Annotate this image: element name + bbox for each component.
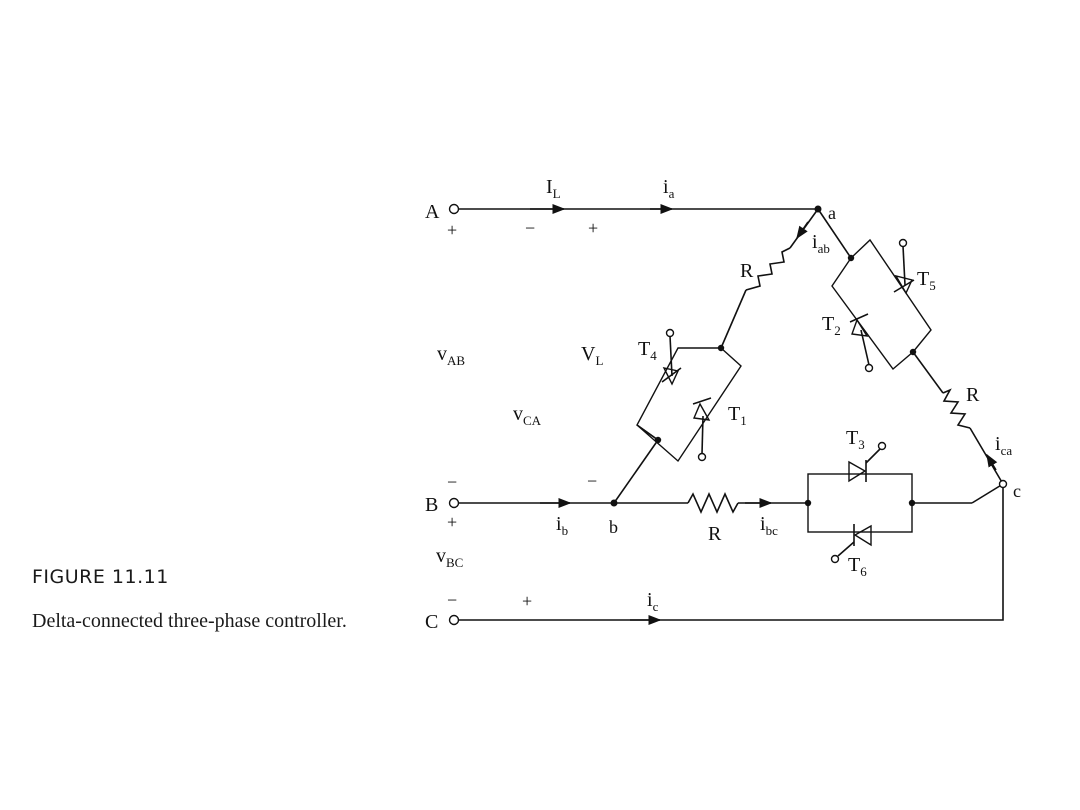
node-a-label: a <box>828 203 836 223</box>
sign-plus-line-c: + <box>522 591 532 611</box>
resistor-ab <box>745 247 791 291</box>
terminal-C <box>448 614 460 626</box>
thyristor-T6 <box>830 524 872 564</box>
junction-dot <box>717 344 725 352</box>
line-wire-c <box>459 484 1004 626</box>
current-label-ia: ia <box>663 176 675 201</box>
thyristor-T3 <box>848 441 887 483</box>
current-arrow-iab <box>796 221 809 240</box>
thyristor-label-T1: T1 <box>728 403 747 428</box>
thyristor-T5 <box>893 238 915 295</box>
terminal-A-polarity: + <box>447 220 457 240</box>
current-arrow-ica <box>986 453 998 471</box>
sign-minus-vl: − <box>587 471 597 491</box>
voltage-label-vAB: vAB <box>437 343 465 368</box>
thyristor-label-T5: T5 <box>917 268 936 293</box>
terminal-A <box>448 203 460 215</box>
terminal-C-polarity: − <box>447 590 457 610</box>
junction-dot <box>847 254 855 262</box>
figure-title: FIGURE 11.11 <box>32 566 169 588</box>
node-c-dot <box>998 479 1008 489</box>
resistor-ac <box>942 388 971 429</box>
sign-minus-line-a: − <box>525 218 535 238</box>
voltage-label-vCA: vCA <box>513 403 542 428</box>
terminal-C-label: C <box>425 611 438 633</box>
node-c-label: c <box>1013 481 1021 501</box>
current-label-ic: ic <box>647 589 659 614</box>
branch-ac <box>817 208 1004 485</box>
voltage-label-vBC: vBC <box>436 545 463 570</box>
current-label-IL: IL <box>546 176 561 201</box>
branch-ab <box>613 208 819 504</box>
resistor-bc <box>687 492 739 514</box>
thyristor-T2 <box>849 313 874 373</box>
junction-dot <box>908 499 916 507</box>
figure-caption: Delta-connected three-phase controller. <box>32 610 347 632</box>
resistor-label-bc: R <box>708 523 722 545</box>
resistor-label-ca: R <box>966 384 980 406</box>
terminal-B <box>448 497 460 509</box>
terminal-B-label: B <box>425 494 438 516</box>
node-b-label: b <box>609 517 618 537</box>
thyristor-label-T2: T2 <box>822 313 841 338</box>
sign-plus-line-a: + <box>588 218 598 238</box>
thyristor-label-T6: T6 <box>848 554 867 579</box>
current-label-iab: iab <box>812 231 830 256</box>
thyristor-label-T4: T4 <box>638 338 657 363</box>
branch-bc <box>614 441 1004 564</box>
resistor-label-ab: R <box>740 260 754 282</box>
terminal-B-polarity-bottom: + <box>447 512 457 532</box>
junction-dot <box>654 436 662 444</box>
current-label-ibc: ibc <box>760 513 778 538</box>
node-a-dot <box>814 205 822 213</box>
current-label-ib: ib <box>556 513 568 538</box>
junction-dot <box>909 348 917 356</box>
node-b-dot <box>610 499 618 507</box>
thyristor-T1 <box>692 397 712 462</box>
terminal-B-polarity-top: − <box>447 472 457 492</box>
thyristor-T4 <box>661 328 682 386</box>
voltage-label-VL: VL <box>581 343 603 368</box>
terminal-A-label: A <box>425 201 440 223</box>
thyristor-label-T3: T3 <box>846 427 865 452</box>
current-label-ica: ica <box>995 433 1012 458</box>
junction-dot <box>804 499 812 507</box>
